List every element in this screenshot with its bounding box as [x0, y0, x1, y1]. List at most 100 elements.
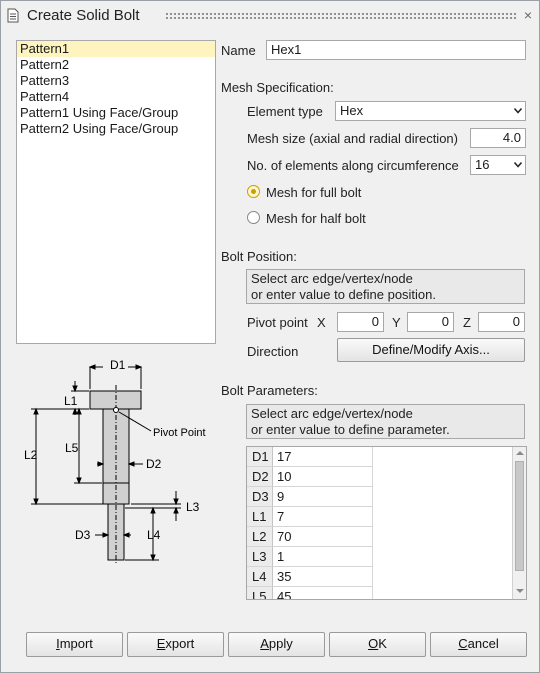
table-row[interactable]: D1 17	[247, 447, 512, 467]
param-key: L2	[247, 527, 273, 547]
label-d3: D3	[75, 528, 91, 542]
label-d2: D2	[146, 457, 162, 471]
param-value[interactable]: 9	[273, 487, 373, 507]
full-bolt-radio[interactable]	[247, 185, 260, 198]
position-info-line2: or enter value to define position.	[251, 287, 437, 302]
pivot-y-label: Y	[392, 315, 401, 330]
document-icon	[7, 8, 19, 23]
label-l1: L1	[64, 394, 78, 408]
bolt-position-heading: Bolt Position:	[221, 249, 297, 264]
table-row[interactable]: L1 7	[247, 507, 512, 527]
position-info-line1: Select arc edge/vertex/node	[251, 271, 413, 286]
pattern-item-3[interactable]: Pattern3	[20, 73, 70, 88]
mesh-size-label: Mesh size (axial and radial direction)	[247, 131, 458, 146]
table-row[interactable]: L4 35	[247, 567, 512, 587]
ok-button[interactable]: OK	[329, 632, 426, 657]
param-key: D2	[247, 467, 273, 487]
pattern-item-6[interactable]: Pattern2 Using Face/Group	[20, 121, 179, 136]
pattern-item-1[interactable]: Pattern1	[17, 41, 215, 57]
pattern-item-5[interactable]: Pattern1 Using Face/Group	[20, 105, 179, 120]
pivot-y-input[interactable]: 0	[407, 312, 454, 332]
parameters-table[interactable]: D1 17 D2 10 D3 9 L1 7 L2 70 L3 1 L4 35 L…	[246, 446, 527, 600]
table-row[interactable]: L3 1	[247, 547, 512, 567]
define-axis-button[interactable]: Define/Modify Axis...	[337, 338, 525, 362]
param-value[interactable]: 35	[273, 567, 373, 587]
apply-button[interactable]: Apply	[228, 632, 325, 657]
cancel-button[interactable]: Cancel	[430, 632, 527, 657]
chevron-down-icon	[514, 162, 522, 168]
pivot-z-input[interactable]: 0	[478, 312, 525, 332]
direction-label: Direction	[247, 344, 299, 359]
param-value[interactable]: 10	[273, 467, 373, 487]
label-l4: L4	[147, 528, 161, 542]
circumference-label: No. of elements along circumference	[247, 158, 459, 173]
table-scrollbar[interactable]	[512, 447, 526, 599]
cancel-mnemonic: C	[458, 636, 468, 651]
chevron-down-icon	[514, 108, 522, 114]
scrollbar-thumb[interactable]	[515, 461, 524, 571]
ok-mnemonic: O	[368, 636, 379, 651]
full-bolt-label[interactable]: Mesh for full bolt	[266, 185, 362, 200]
close-icon[interactable]: ×	[523, 7, 533, 23]
param-key: L5	[247, 587, 273, 599]
label-d1: D1	[110, 358, 126, 372]
param-key: D1	[247, 447, 273, 467]
label-l2: L2	[24, 448, 38, 462]
parameters-info-box: Select arc edge/vertex/node or enter val…	[246, 404, 525, 439]
mesh-size-input[interactable]: 4.0	[470, 128, 526, 148]
pattern-item-2[interactable]: Pattern2	[20, 57, 70, 72]
scroll-down-icon[interactable]	[516, 588, 524, 594]
export-button[interactable]: Export	[127, 632, 224, 657]
table-row[interactable]: D3 9	[247, 487, 512, 507]
param-value[interactable]: 7	[273, 507, 373, 527]
table-row[interactable]: L2 70	[247, 527, 512, 547]
param-value[interactable]: 70	[273, 527, 373, 547]
param-key: L4	[247, 567, 273, 587]
parameters-info-line2: or enter value to define parameter.	[251, 422, 450, 437]
param-value[interactable]: 45	[273, 587, 373, 599]
pivot-marker	[113, 407, 119, 413]
pivot-point-label: Pivot point	[247, 315, 308, 330]
scroll-up-icon[interactable]	[516, 450, 524, 456]
label-l5: L5	[65, 441, 79, 455]
pivot-x-input[interactable]: 0	[337, 312, 384, 332]
pivot-z-label: Z	[463, 315, 471, 330]
import-label-rest: mport	[59, 636, 93, 651]
param-key: L1	[247, 507, 273, 527]
bolt-diagram: D1 L1 L2 L5 D2 L3 L4 D3 Pivot Point	[24, 358, 206, 565]
name-input[interactable]: Hex1	[266, 40, 526, 60]
param-value[interactable]: 1	[273, 547, 373, 567]
half-bolt-radio[interactable]	[247, 211, 260, 224]
title-bar[interactable]: Create Solid Bolt ×	[1, 1, 539, 31]
ok-label-rest: K	[378, 636, 387, 651]
pivot-x-label: X	[317, 315, 326, 330]
element-type-label: Element type	[247, 104, 323, 119]
title-drag-grip[interactable]	[165, 12, 517, 19]
table-row[interactable]: L5 45	[247, 587, 512, 599]
label-l3: L3	[186, 500, 200, 514]
name-label: Name	[221, 43, 256, 58]
param-key: L3	[247, 547, 273, 567]
pattern-list[interactable]: Pattern1 Pattern2 Pattern3 Pattern4 Patt…	[16, 40, 216, 344]
label-pivot-point: Pivot Point	[153, 427, 206, 439]
cancel-label-rest: ancel	[467, 636, 499, 651]
parameters-info-line1: Select arc edge/vertex/node	[251, 406, 413, 421]
window-title: Create Solid Bolt	[27, 7, 140, 24]
table-row[interactable]: D2 10	[247, 467, 512, 487]
export-mnemonic: E	[156, 636, 166, 651]
mesh-spec-heading: Mesh Specification:	[221, 80, 334, 95]
circumference-value: 16	[475, 157, 490, 172]
half-bolt-label[interactable]: Mesh for half bolt	[266, 211, 366, 226]
export-label-rest: xport	[165, 636, 195, 651]
element-type-value: Hex	[340, 103, 364, 118]
import-mnemonic: I	[56, 636, 60, 651]
circumference-select[interactable]: 16	[470, 155, 526, 175]
import-button[interactable]: Import	[26, 632, 123, 657]
pattern-item-4[interactable]: Pattern4	[20, 89, 70, 104]
apply-label-rest: pply	[268, 636, 293, 651]
element-type-select[interactable]: Hex	[335, 101, 526, 121]
param-value[interactable]: 17	[273, 447, 373, 467]
apply-mnemonic: A	[260, 636, 269, 651]
position-info-box: Select arc edge/vertex/node or enter val…	[246, 269, 525, 304]
